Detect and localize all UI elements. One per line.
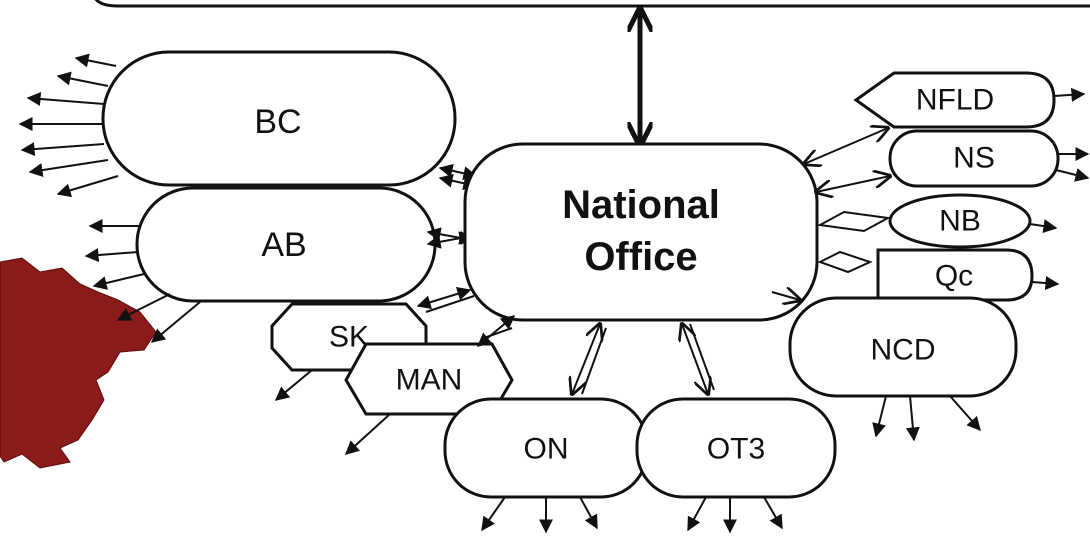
region-nb: NB <box>888 193 1032 249</box>
map-fragment <box>0 257 157 469</box>
region-bc: BC <box>101 50 457 187</box>
nb-national-link <box>816 210 892 233</box>
bc-outgoing-arrows <box>18 53 119 198</box>
man-outgoing-arrow <box>344 413 391 455</box>
nfld-national-link <box>804 128 888 164</box>
svg-text:ON: ON <box>524 433 569 466</box>
region-on: ON <box>443 397 649 499</box>
on-outgoing-arrows <box>481 496 598 534</box>
region-ns: NS <box>888 129 1060 188</box>
ot3-national-link <box>682 324 715 394</box>
region-qc: Qc <box>876 248 1034 302</box>
region-ab: AB <box>135 186 437 303</box>
qc-national-link <box>817 250 873 274</box>
qc-outgoing-arrow <box>1031 276 1060 291</box>
svg-text:MAN: MAN <box>396 364 463 397</box>
svg-text:OT3: OT3 <box>707 433 765 466</box>
on-national-link <box>572 324 607 394</box>
sk-outgoing-arrow <box>274 369 313 401</box>
man-national-link <box>476 315 516 347</box>
svg-text:NS: NS <box>953 142 995 175</box>
svg-text:AB: AB <box>261 226 306 264</box>
national-office-node: National Office <box>463 142 819 322</box>
top-container-frame <box>94 0 1090 8</box>
svg-text:NB: NB <box>939 205 981 238</box>
ns-national-link <box>816 176 890 192</box>
region-ot3: OT3 <box>635 397 837 499</box>
nfld-outgoing-arrow <box>1053 87 1086 102</box>
national-office-line1: National <box>562 183 720 227</box>
ot3-outgoing-arrows <box>687 496 783 534</box>
svg-text:Qc: Qc <box>935 260 973 293</box>
region-nfld: NFLD <box>853 71 1056 129</box>
ab-outgoing-arrows <box>84 219 201 343</box>
svg-text:NFLD: NFLD <box>916 84 994 117</box>
region-ncd: NCD <box>788 296 1018 398</box>
ncd-national-link <box>771 292 800 300</box>
svg-text:BC: BC <box>254 103 301 141</box>
svg-text:NCD: NCD <box>871 334 936 367</box>
nb-outgoing-arrow <box>1029 219 1058 234</box>
national-office-line2: Office <box>584 235 697 279</box>
ns-outgoing-arrow-2 <box>1055 168 1090 182</box>
sk-national-link <box>416 287 475 313</box>
ncd-outgoing-arrows <box>872 395 981 442</box>
